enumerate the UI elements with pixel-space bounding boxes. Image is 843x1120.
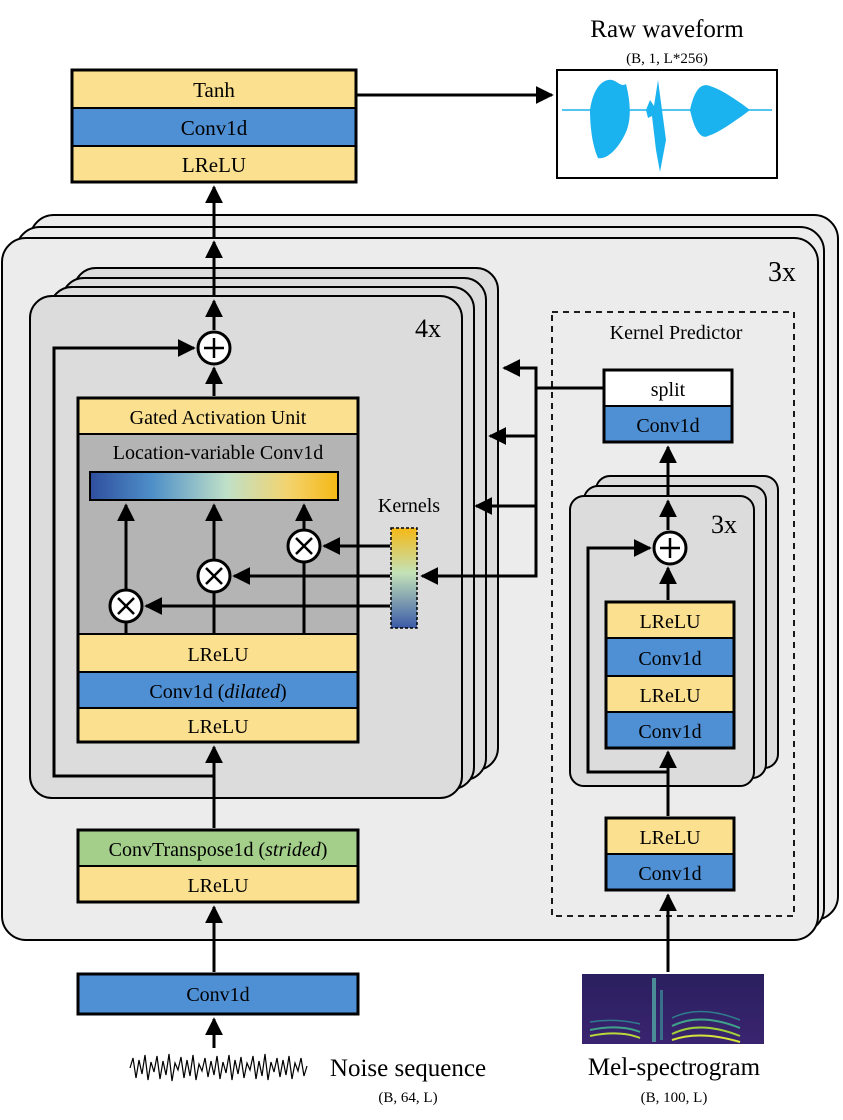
kp-add-node <box>652 530 688 566</box>
lvc-repeat-label: 4x <box>415 314 441 343</box>
lvc-lrelu-bottom <box>77 707 359 743</box>
kp-repeat-label: 3x <box>711 510 737 539</box>
kp-in-lrelu: LReLU <box>639 827 701 849</box>
waveform-image <box>556 69 778 179</box>
multiply-node <box>108 588 144 624</box>
lvc-conv-dilated <box>77 671 359 709</box>
noise-title: Noise sequence <box>330 1055 486 1082</box>
kp-skip-connection <box>586 539 668 774</box>
noise-waveform <box>129 1053 308 1082</box>
kp-res-blocks: LReLU Conv1d LReLU Conv1d <box>604 600 736 750</box>
tanh-label: Tanh <box>193 78 235 102</box>
input-conv-label: Conv1d <box>186 984 249 1006</box>
convtranspose-label: ConvTranspose1d (strided) <box>109 839 328 861</box>
kp-output-block: split Conv1d <box>602 368 734 444</box>
input-conv-block <box>76 972 360 1016</box>
split-arrow-1 <box>502 359 604 390</box>
noise-shape: (B, 64, L) <box>378 1090 437 1106</box>
kernels-label: Kernels <box>378 495 440 517</box>
outer-repeat-label: 3x <box>768 257 796 288</box>
lvc-lrelu-bottom-label: LReLU <box>187 716 249 738</box>
lvc-skip-connection <box>52 339 214 778</box>
kernel-predictor-title: Kernel Predictor <box>610 322 743 344</box>
kp-input-blocks: LReLU Conv1d <box>604 816 736 892</box>
lvc-lrelu-top-label: LReLU <box>187 644 249 666</box>
kp-res-lrelu-1: LReLU <box>639 611 701 633</box>
multiply-node <box>286 528 322 564</box>
waveform-title: Raw waveform <box>590 16 744 43</box>
upsample-lrelu-label: LReLU <box>187 875 249 897</box>
split-arrow-4 <box>420 506 538 585</box>
waveform-shape: (B, 1, L*256) <box>626 51 708 67</box>
output-conv-label: Conv1d <box>181 116 248 140</box>
lvc-conv-label: Conv1d (dilated) <box>149 681 286 703</box>
kernels-bar <box>390 527 418 629</box>
output-lrelu-label: LReLU <box>182 153 246 177</box>
lvc-lrelu-top <box>77 633 359 673</box>
output-lrelu-layer <box>71 145 357 183</box>
lvc-gradient-bar <box>89 471 339 501</box>
residual-add-node <box>196 330 232 366</box>
kernel-predictor-frame <box>551 311 795 917</box>
gau-label: Gated Activation Unit <box>130 407 307 429</box>
mel-shape: (B, 100, L) <box>641 1090 708 1106</box>
upsample-block: ConvTranspose1d (strided) LReLU <box>76 828 360 904</box>
multiply-node <box>196 558 232 594</box>
kp-res-conv-2: Conv1d <box>638 721 701 743</box>
kp-conv-label: Conv1d <box>636 415 699 437</box>
split-label: split <box>651 379 686 401</box>
lvc-label: Location-variable Conv1d <box>113 442 324 464</box>
kp-res-conv-1: Conv1d <box>638 648 701 670</box>
kp-res-lrelu-2: LReLU <box>639 685 701 707</box>
kp-in-conv: Conv1d <box>638 863 701 885</box>
output-block: Tanh Conv1d LReLU <box>70 68 358 184</box>
mel-spectrogram-image <box>582 974 764 1044</box>
mel-title: Mel-spectrogram <box>588 1054 761 1081</box>
